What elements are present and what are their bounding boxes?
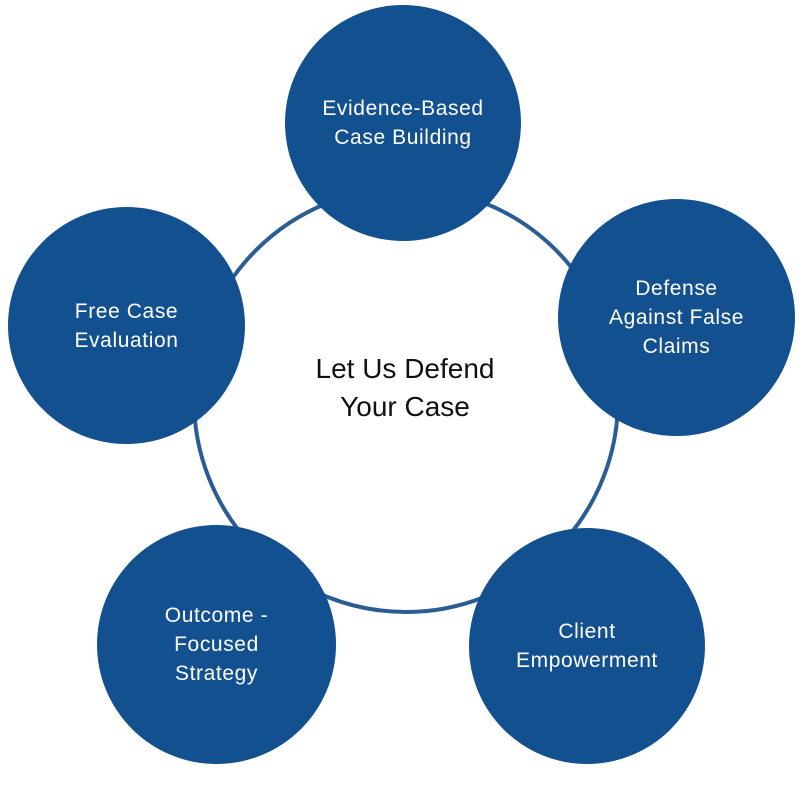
node-outcome-line-2: Focused [174, 633, 259, 656]
node-client-line-2: Empowerment [516, 649, 658, 672]
node-defense-against-false-claims: Defense Against False Claims [558, 199, 795, 436]
node-evidence-line-2: Case Building [334, 126, 472, 149]
center-title-line-1: Let Us Defend [315, 353, 495, 384]
node-client-line-1: Client [558, 620, 616, 643]
node-defense-line-3: Claims [642, 335, 711, 358]
node-outcome-focused-strategy: Outcome - Focused Strategy [97, 525, 336, 764]
node-evidence-line-1: Evidence-Based [322, 97, 484, 120]
node-evidence-based-case-building: Evidence-Based Case Building [285, 5, 521, 241]
node-free-line-1: Free Case [74, 299, 179, 323]
center-title-line-2: Your Case [340, 391, 470, 422]
node-free-case-evaluation: Free Case Evaluation [8, 207, 245, 444]
node-free-line-2: Evaluation [74, 328, 179, 352]
node-defense-line-2: Against False [608, 306, 745, 329]
center-title: Let Us Defend Your Case [250, 350, 560, 426]
node-defense-line-1: Defense [635, 277, 718, 300]
node-outcome-line-1: Outcome - [164, 604, 269, 627]
node-outcome-line-3: Strategy [174, 662, 258, 685]
node-client-empowerment: Client Empowerment [469, 528, 705, 764]
